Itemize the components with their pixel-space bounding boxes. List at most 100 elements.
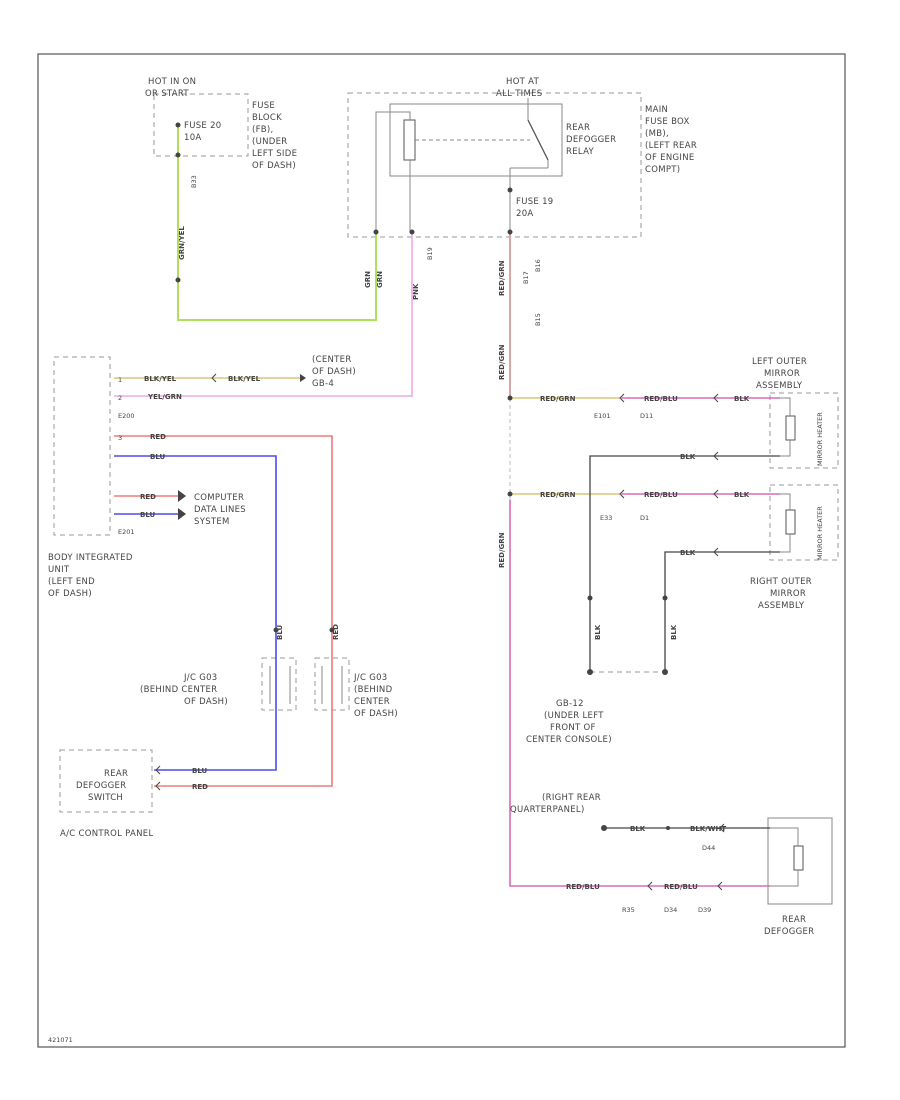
conn-d1: D1 (640, 514, 649, 522)
wire-label-defog-blk: BLK (630, 825, 646, 833)
wire-pnk-body (114, 232, 413, 397)
wire-red-body (114, 435, 333, 787)
wire-label-right-mirror-blk: BLK (734, 491, 750, 499)
wire-label-defog-blk2: BLK/WHT (690, 825, 726, 833)
label-hot-in-on: HOT IN ON (148, 77, 196, 87)
right-mirror-box (769, 484, 839, 561)
conn-b17: B17 (522, 271, 530, 284)
wire-blk-right-mirror (664, 551, 780, 672)
wire-label-body-yel: BLK/YEL (144, 375, 177, 383)
arrow-data-red (178, 490, 186, 502)
label-fuse20-amp: 10A (184, 133, 202, 143)
label-gb12-2: (UNDER LEFT (544, 711, 604, 721)
wire-label-red-lower: RED/GRN (498, 532, 506, 568)
label-fuse19-amp: 20A (516, 209, 534, 219)
label-gb12-3: FRONT OF (550, 723, 596, 733)
label-center-dash-3: GB-4 (312, 379, 334, 389)
label-main-fuse-5: OF ENGINE (645, 153, 695, 163)
label-defog-switch-1: REAR (104, 769, 128, 779)
wire-label-body-pnk: YEL/GRN (147, 393, 182, 401)
pin-body-1: 1 (118, 376, 122, 384)
label-defog-switch-2: DEFOGGER (76, 781, 126, 791)
wire-label-gnd-blk-r: BLK (670, 624, 678, 640)
left-mirror-heater (785, 415, 796, 441)
right-mirror-heater (785, 509, 796, 535)
wire-label-grn-vert: GRN/YEL (178, 226, 186, 260)
label-jc-left-3: OF DASH) (184, 697, 228, 707)
wire-label-grn-left: GRN (376, 271, 384, 288)
wire-label-jc-blu: BLU (276, 624, 284, 640)
label-center-dash-1: (CENTER (312, 355, 352, 365)
wire-label-gnd-blk-l: BLK (594, 624, 602, 640)
conn-d44: D44 (702, 844, 715, 852)
main-fuse-box (347, 92, 642, 238)
defogger-switch-box (59, 749, 153, 813)
wire-blk-left-mirror (589, 455, 780, 672)
pin-e201: E201 (118, 528, 135, 536)
label-b33: B33 (190, 175, 198, 188)
label-fuse-block-6: OF DASH) (252, 161, 296, 171)
label-or-start: OR START (145, 89, 189, 99)
wire-red-defogger (509, 500, 770, 887)
label-defog-switch-3: SWITCH (88, 793, 123, 803)
label-fuse20: FUSE 20 (184, 121, 222, 131)
wire-label-jc-red: RED (332, 624, 340, 640)
conn-b15: B15 (534, 313, 542, 326)
wire-label-left-blk: BLK (680, 453, 696, 461)
left-mirror-box (769, 392, 839, 469)
wire-label-left-mirror-blk: BLK (734, 395, 750, 403)
relay-box (389, 103, 563, 177)
footer-id: 421071 (48, 1036, 73, 1044)
label-hot-at: HOT AT (506, 77, 540, 87)
arrow-data-blu (178, 508, 186, 520)
label-rear-defogger-1: REAR (782, 915, 806, 925)
wire-label-right-mirror-in: RED/GRN (540, 491, 576, 499)
wire-label-right-blk: BLK (680, 549, 696, 557)
arrow-gb4 (300, 374, 306, 382)
diagram-border (37, 53, 846, 1048)
wire-label-body-red2: RED (140, 493, 156, 501)
label-fuse-block-3: (FB), (252, 125, 274, 135)
wire-coil-feed (375, 111, 411, 232)
label-body-4: OF DASH) (48, 589, 92, 599)
label-computer-1: COMPUTER (194, 493, 244, 503)
label-main-fuse-3: (MB), (645, 129, 669, 139)
fuse-block-box (153, 93, 249, 157)
wire-label-defog-red2: RED/BLU (664, 883, 698, 891)
conn-e101: E101 (594, 412, 611, 420)
label-jc-right-4: OF DASH) (354, 709, 398, 719)
label-jc-right-1: J/C G03 (353, 673, 388, 683)
label-ac-panel: A/C CONTROL PANEL (60, 829, 154, 839)
label-main-fuse-6: COMPT) (645, 165, 680, 175)
label-main-fuse-2: FUSE BOX (645, 117, 690, 127)
wire-label-left-mirror-mid: RED/BLU (644, 395, 678, 403)
jc-left-box (261, 657, 297, 711)
wire-label-defog-red1: RED/BLU (566, 883, 600, 891)
wire-label-body-gb4: BLK/YEL (228, 375, 261, 383)
conn-d34: D34 (664, 906, 677, 914)
label-rear-qp-2: QUARTERPANEL) (510, 805, 585, 815)
label-fuse-block-5: LEFT SIDE (252, 149, 297, 159)
label-relay-3: RELAY (566, 147, 595, 157)
label-all-times: ALL TIMES (496, 89, 543, 99)
wire-label-body-blu: BLU (150, 453, 166, 461)
label-right-mirror-2: MIRROR (770, 589, 806, 599)
wire-label-red-mid: RED/GRN (498, 344, 506, 380)
wire-label-pnk-top: PNK (412, 283, 420, 300)
label-main-fuse-4: (LEFT REAR (645, 141, 697, 151)
relay-coil (403, 119, 416, 161)
wire-label-right-mirror-mid: RED/BLU (644, 491, 678, 499)
label-body-1: BODY INTEGRATED (48, 553, 133, 563)
conn-b19: B19 (426, 247, 434, 260)
label-right-mirror-3: ASSEMBLY (758, 601, 805, 611)
wire-grn-fuse-block (177, 125, 377, 321)
label-right-mirror-heater: MIRROR HEATER (816, 506, 824, 560)
label-jc-right-3: CENTER (354, 697, 390, 707)
label-fuse-block-2: BLOCK (252, 113, 282, 123)
label-relay-1: REAR (566, 123, 590, 133)
wire-label-body-blu2: BLU (140, 511, 156, 519)
wire-blu-body (114, 455, 277, 771)
label-body-3: (LEFT END (48, 577, 95, 587)
label-fuse-block-1: FUSE (252, 101, 275, 111)
